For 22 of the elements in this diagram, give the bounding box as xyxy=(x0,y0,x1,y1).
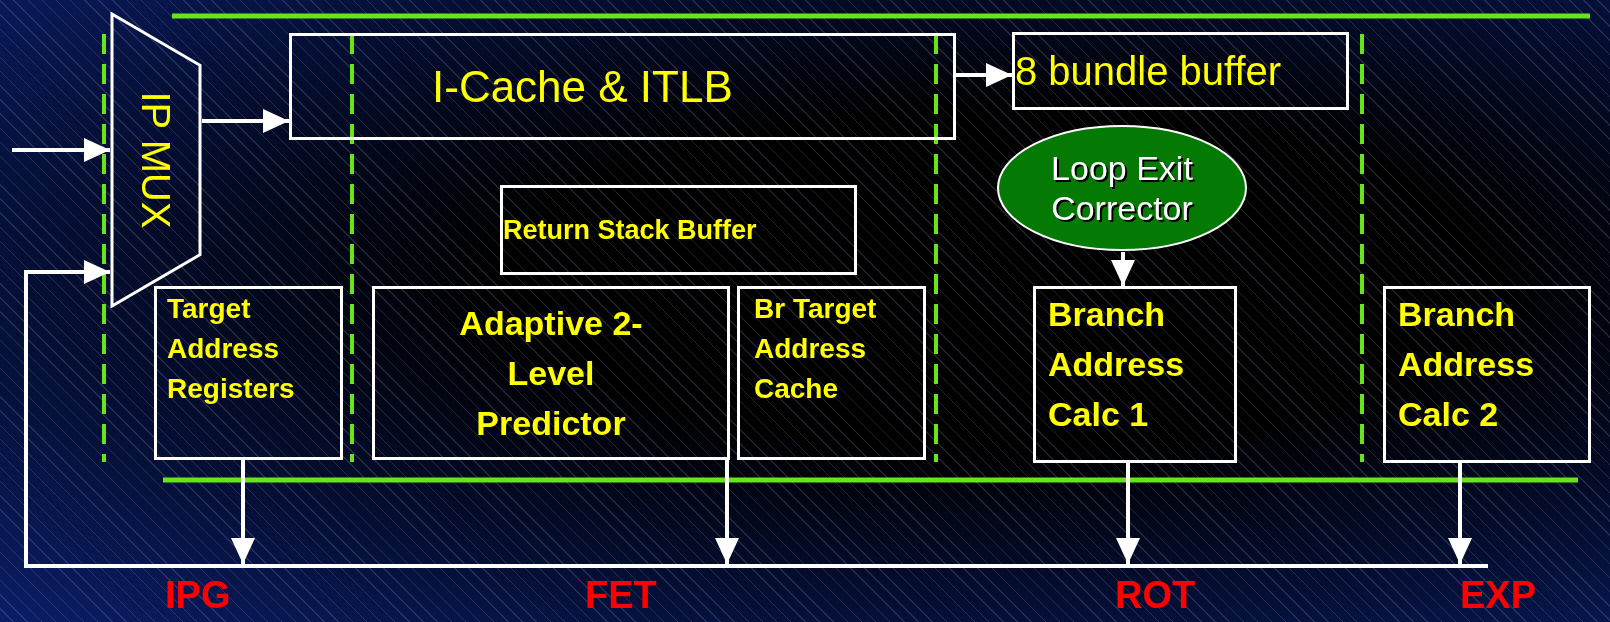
cache-box: Br Target Address Cache xyxy=(737,286,926,460)
stage-label: ROT xyxy=(1115,573,1196,618)
stage-label: EXP xyxy=(1460,573,1537,618)
register-box: Target Address Registers xyxy=(154,286,343,460)
corrector-label: Loop Exit Corrector xyxy=(1050,148,1194,228)
arrow xyxy=(956,63,1012,87)
cache-box: I-Cache & ITLB xyxy=(289,33,956,140)
arrow xyxy=(1116,463,1140,564)
arrow xyxy=(715,460,739,564)
arrow xyxy=(202,109,289,133)
stage-label: FET xyxy=(585,573,657,618)
buffer-box: Return Stack Buffer xyxy=(500,185,857,275)
arrow xyxy=(12,138,110,162)
calc-box: Branch Address Calc 1 xyxy=(1033,286,1237,463)
calc-box: Branch Address Calc 2 xyxy=(1383,286,1591,463)
arrow xyxy=(1448,463,1472,564)
buffer-box: 8 bundle buffer xyxy=(1012,32,1349,110)
multiplexer-label: IP MUX xyxy=(133,91,179,229)
arrow xyxy=(1111,252,1135,286)
arrow xyxy=(231,460,255,564)
stage-label: IPG xyxy=(165,573,231,618)
predictor-box: Adaptive 2-Level Predictor xyxy=(372,286,730,460)
